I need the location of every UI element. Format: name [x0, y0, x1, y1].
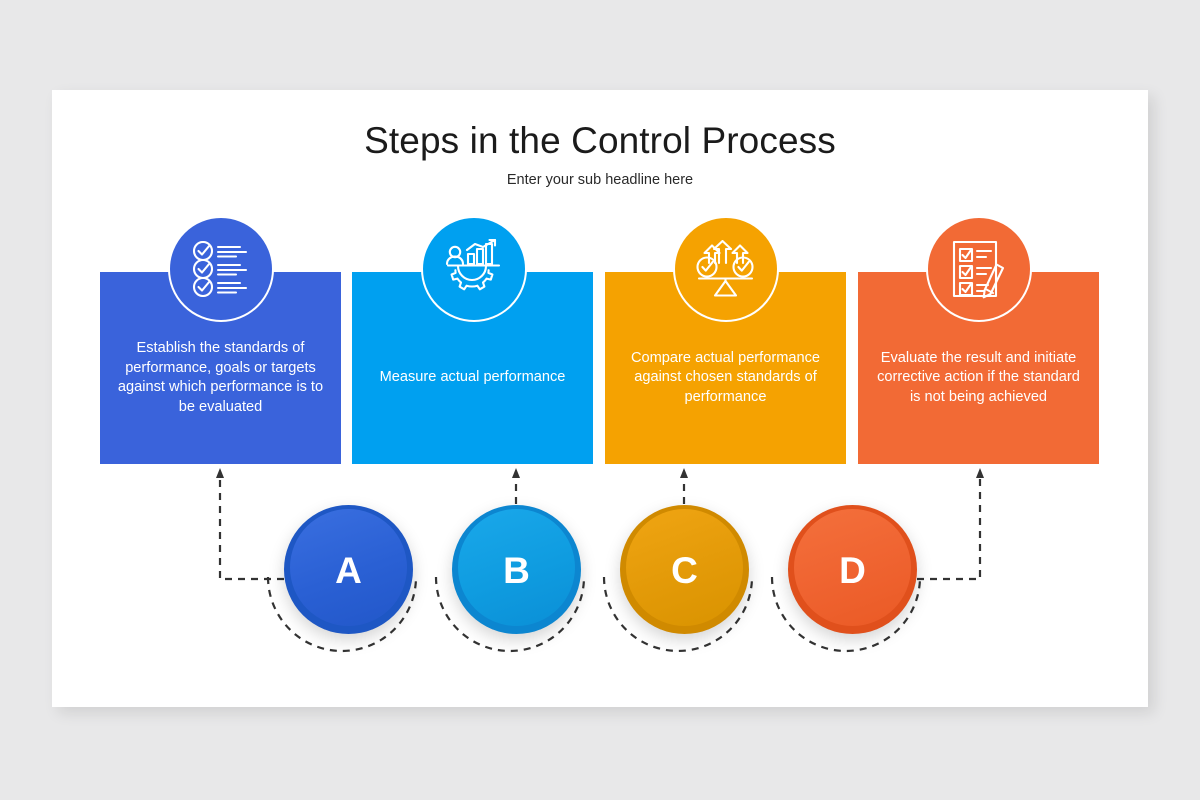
connector-d [917, 473, 982, 581]
step-card-text: Measure actual performance [379, 369, 566, 386]
page-subtitle: Enter your sub headline here [506, 172, 694, 188]
step-badge-c[interactable]: C [620, 505, 749, 634]
badge-letter: A [335, 550, 362, 591]
balance-scale-icon-circle[interactable] [673, 216, 779, 322]
step-badge-d[interactable]: D [788, 505, 917, 634]
arc-d [770, 576, 922, 653]
step-badge-a[interactable]: A [284, 505, 413, 634]
checklist-icon [191, 241, 251, 297]
bar-chart-gear-icon-circle[interactable] [421, 216, 527, 322]
badge-inner [626, 509, 743, 626]
arrowhead-c [680, 468, 688, 478]
clipboard-pencil-icon-circle[interactable] [926, 216, 1032, 322]
arrowhead-a [216, 468, 224, 478]
arc-c [602, 576, 754, 653]
balance-scale-icon [695, 240, 757, 298]
arrowhead-d [976, 468, 984, 478]
badge-inner [290, 509, 407, 626]
step-card-a[interactable]: Establish the standards of performance, … [100, 272, 341, 464]
connector-a [218, 473, 284, 581]
badge-inner [458, 509, 575, 626]
page-title: Steps in the Control Process [364, 120, 836, 161]
step-card-text: Evaluate the result and initiate correct… [877, 349, 1080, 405]
step-badge-b[interactable]: B [452, 505, 581, 634]
arc-a [266, 576, 418, 653]
badge-letter: C [671, 550, 698, 591]
bar-chart-gear-icon [443, 239, 505, 299]
badge-inner [794, 509, 911, 626]
badge-letter: D [839, 550, 866, 591]
badge-letter: B [503, 550, 530, 591]
step-card-text: Compare actual performance against chose… [631, 349, 820, 405]
connector-diagram [216, 468, 984, 653]
clipboard-pencil-icon [950, 238, 1008, 300]
checklist-icon-circle[interactable] [168, 216, 274, 322]
arrowhead-b [512, 468, 520, 478]
step-card-text: Establish the standards of performance, … [117, 340, 324, 415]
arc-b [434, 576, 586, 653]
slide: Steps in the Control Process Enter your … [52, 90, 1148, 707]
